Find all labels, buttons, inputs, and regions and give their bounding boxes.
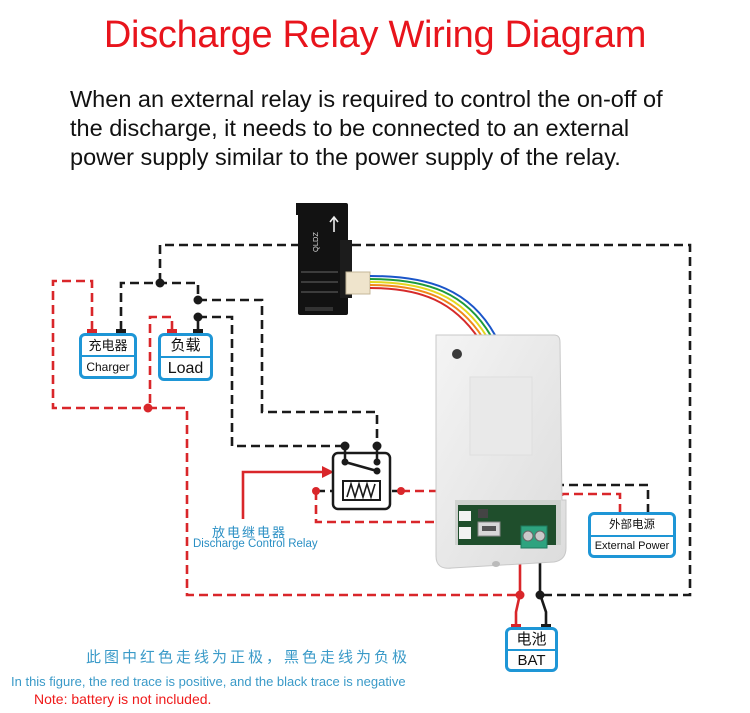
sensor-marking: QLDZ [311,232,320,252]
connector-white-1 [459,511,471,521]
connector-white-2 [459,527,471,539]
load-label-cn: 负载 [161,336,210,358]
battery-label-cn: 电池 [508,630,555,651]
external-power-label: 外部电源 External Power [588,512,676,558]
external-power-label-en: External Power [594,540,670,552]
relay-switch-contact [344,460,378,473]
junction-dot [397,487,405,495]
positive-trace-battery [514,548,522,625]
battery-note: Note: battery is not included. [34,691,212,707]
ribbon-cable [369,275,496,340]
junction-dot [193,312,203,322]
legend-cn: 此图中红色走线为正极，黑色走线为负极 [86,649,411,666]
module-indicator-led [452,349,462,359]
battery-label: 电池 BAT [505,627,558,672]
intro-line: power supply similar to the power supply… [70,144,621,170]
charger-negative-pin [116,329,126,335]
load-label-en: Load [167,360,204,377]
negative-trace-battery [538,548,548,625]
negative-trace-external-power [538,483,650,520]
negative-trace-sensor-right [352,243,692,597]
positive-trace-charger [51,279,148,410]
external-power-label-cn: 外部电源 [591,515,673,537]
negative-trace-sensor-loop [158,243,300,282]
negative-trace-load [198,315,345,448]
discharge-relay-symbol [331,446,392,511]
positive-trace-main-loop [148,406,520,597]
junction-dot [515,590,525,600]
charger-label: 充电器 Charger [79,333,137,379]
relay-control-arrow-icon [322,466,334,478]
negative-trace-to-relay-com [198,298,379,447]
negative-trace-charger [119,281,200,330]
diagram-title: Discharge Relay Wiring Diagram [103,14,647,56]
current-sensor: QLDZ [296,203,371,315]
junction-dot [312,487,320,495]
positive-trace-load [148,315,174,408]
load-label: 负载 Load [158,333,213,381]
relay-caption-cn: 放电继电器 [212,525,288,540]
relay-caption-en: Discharge Control Relay [193,538,318,550]
junction-dot [155,278,165,288]
junction-dot [535,590,545,600]
sensor-connector [345,271,371,295]
intro-text: When an external relay is required to co… [70,85,730,172]
intro-line: When an external relay is required to co… [70,86,663,112]
positive-trace-coil-left [314,491,466,524]
load-negative-pin [193,329,203,335]
charger-label-cn: 充电器 [82,336,134,357]
junction-dot [193,295,203,305]
junction-dots [143,278,545,600]
junction-dot [143,403,153,413]
load-positive-pin [167,329,177,335]
charger-label-en: Charger [86,360,130,374]
protection-module [435,334,567,569]
relay-control-line [241,470,325,519]
legend-en: In this figure, the red trace is positiv… [11,674,406,689]
intro-line: the discharge, it needs to be connected … [70,115,630,141]
battery-label-en: BAT [517,652,546,669]
module-button [478,509,488,518]
charger-positive-pin [87,329,97,335]
